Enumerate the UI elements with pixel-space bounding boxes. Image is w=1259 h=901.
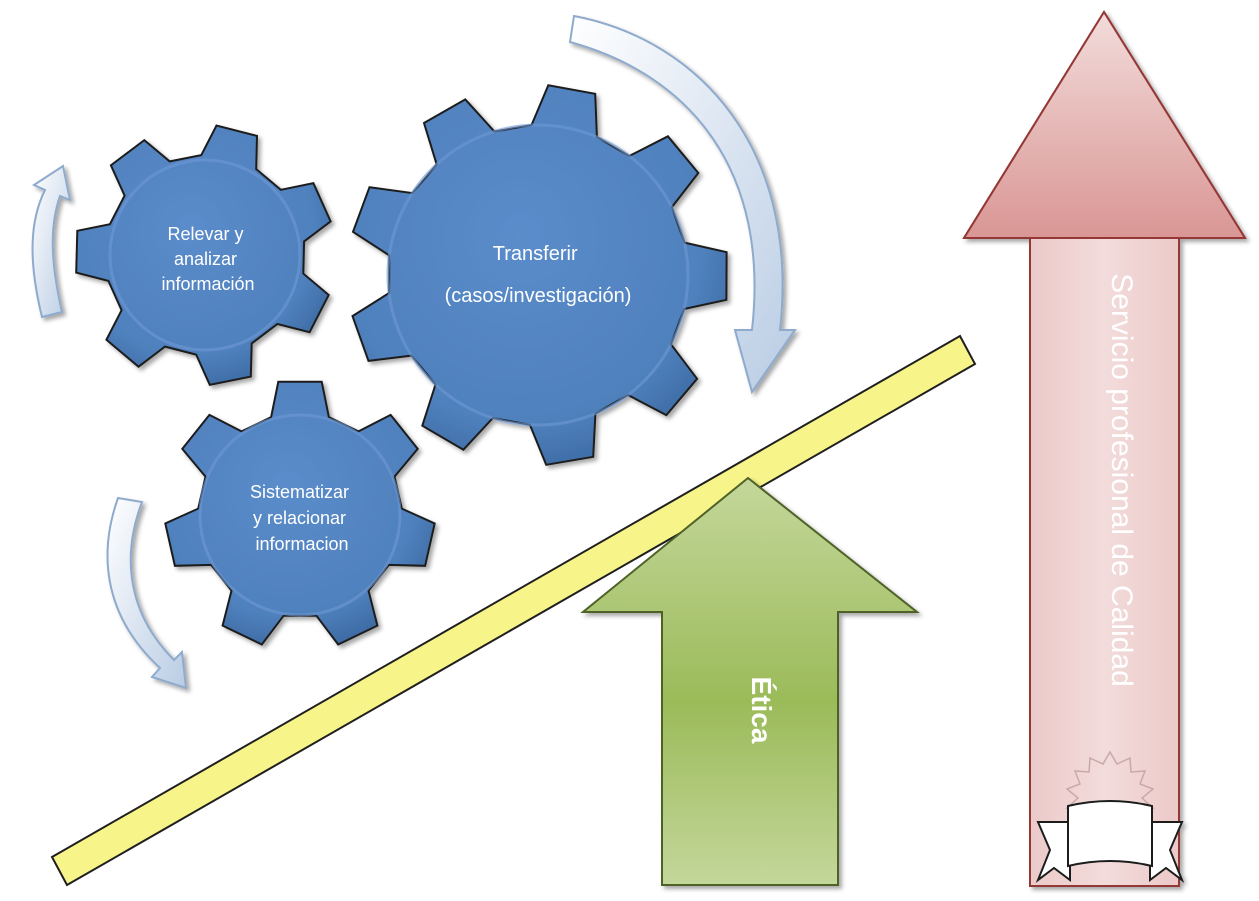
curved-arrow-icon [568, 14, 797, 395]
quality-arrow: Servicio profesional de Calidad [962, 10, 1247, 887]
gear-label-line: analizar [174, 249, 237, 269]
curved-arrow-icon [31, 164, 72, 319]
curved-arrow-icon [106, 496, 188, 690]
gear-label-line: Transferir [493, 243, 578, 265]
ethics-label: Ética [746, 677, 777, 744]
gear-sistematizar: Sistematizar y relacionar informacion [164, 380, 436, 646]
svg-text:Relevar y analizar: Relevar y analizar información [161, 224, 254, 294]
gear-label-line: Sistematizar [250, 482, 349, 502]
gear-label-line: información [161, 274, 254, 294]
quality-label: Servicio profesional de Calidad [1105, 273, 1138, 687]
svg-text:Sistematizar y relaciona: Sistematizar y relacionar informacion [250, 482, 354, 554]
gear-transferir: Transferir (casos/investigación) [351, 84, 728, 466]
svg-text:Transferir (casos/invest: Transferir (casos/investigación) [445, 243, 632, 307]
gear-label-line: Relevar y [167, 224, 243, 244]
gear-label-line: informacion [255, 534, 348, 554]
gear-relevar: Relevar y analizar información [75, 124, 332, 387]
balance-bar [50, 334, 977, 887]
ethics-arrow: Ética [580, 476, 920, 886]
ribbon-badge-icon [1035, 800, 1185, 883]
gear-label-line: (casos/investigación) [445, 285, 632, 307]
gear-label-line: y relacionar [253, 508, 346, 528]
